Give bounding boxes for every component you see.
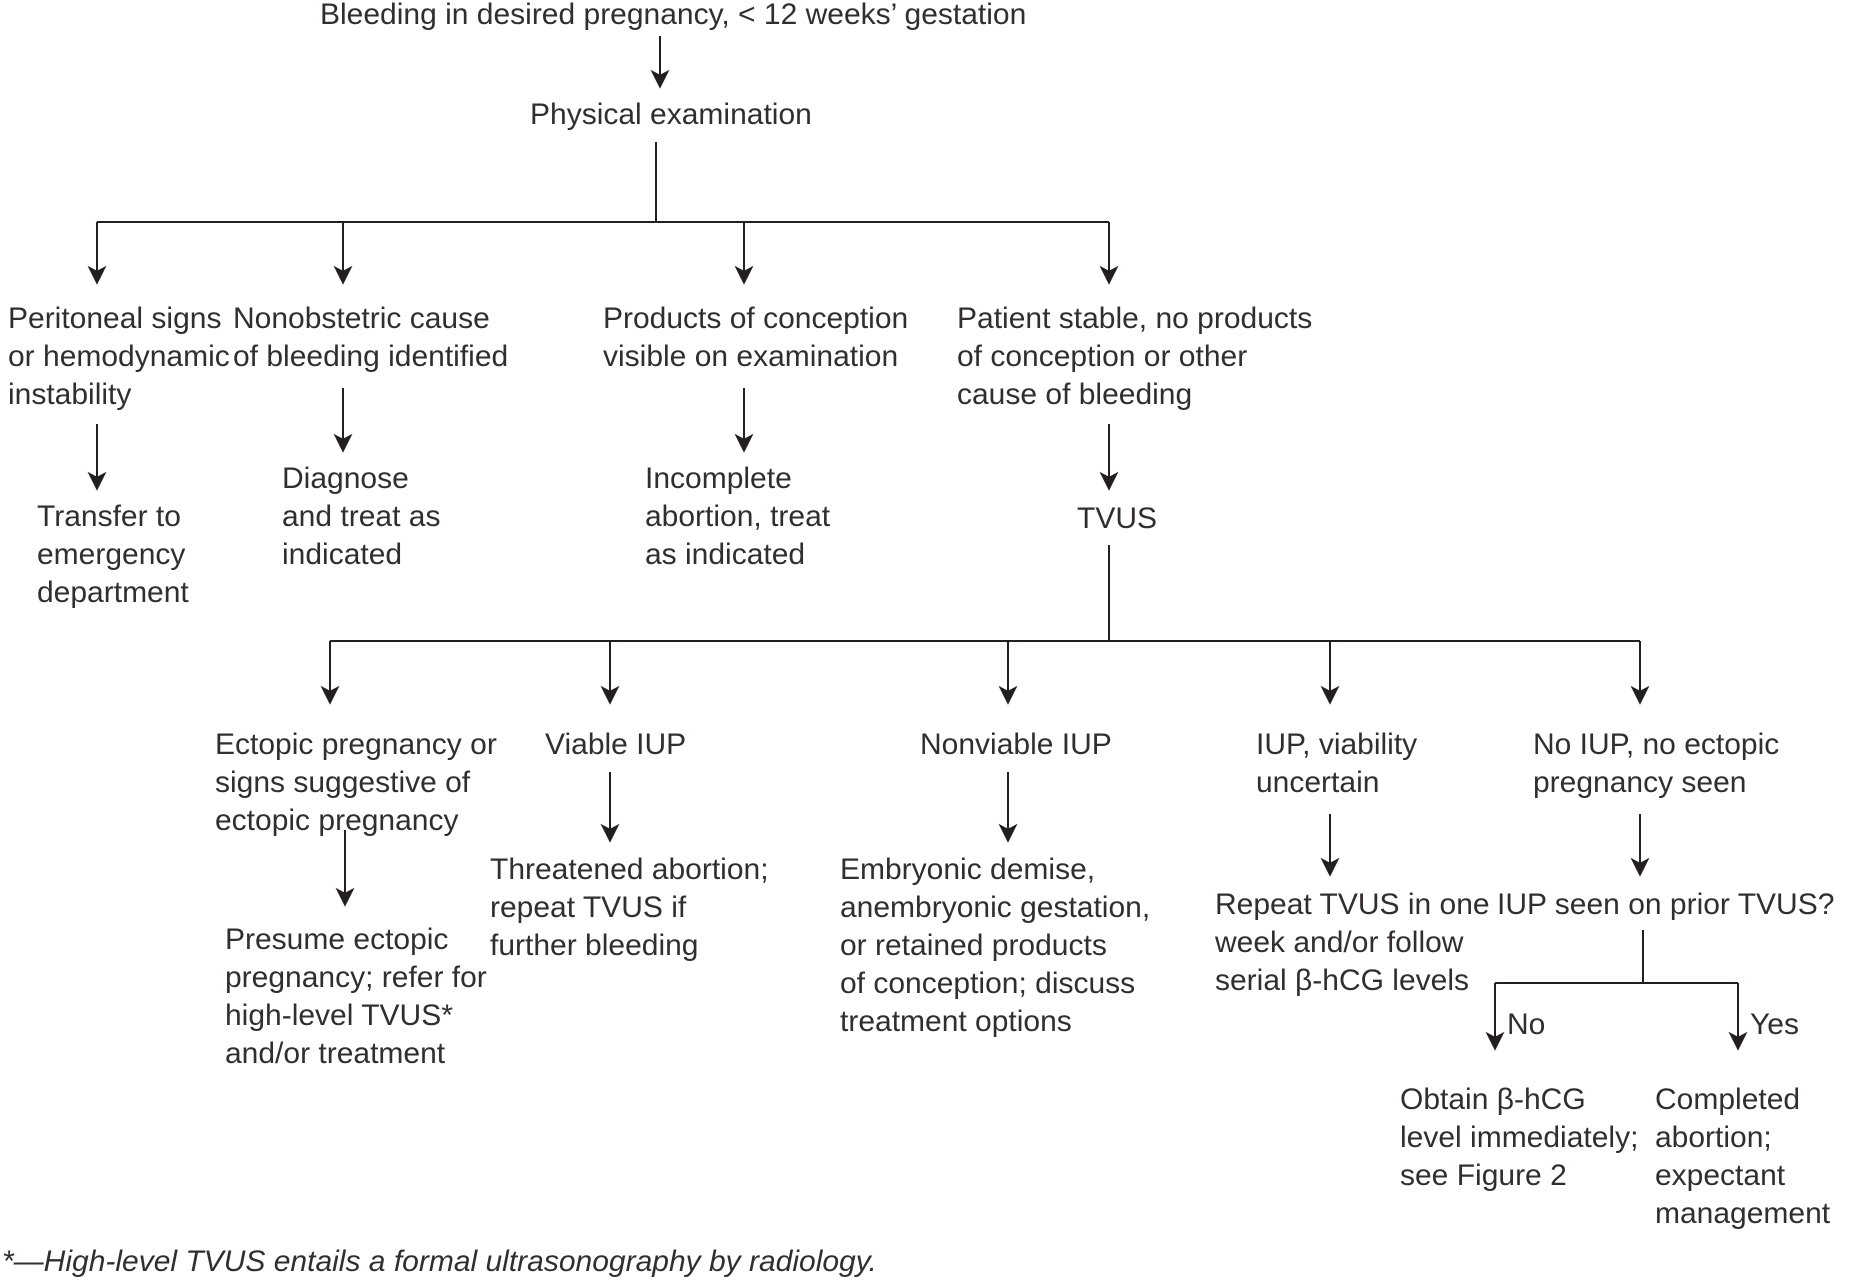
node-viable-iup: Viable IUP <box>545 728 687 761</box>
branch-label-yes: Yes <box>1750 1008 1799 1041</box>
node-threatened-abortion: Threatened abortion; repeat TVUS if furt… <box>490 853 769 962</box>
node-nonobstetric-cause: Nonobstetric cause of bleeding identifie… <box>233 302 509 373</box>
node-presume-ectopic: Presume ectopic pregnancy; refer for hig… <box>225 923 487 1070</box>
node-products-visible: Products of conception visible on examin… <box>603 302 909 373</box>
node-ectopic-signs: Ectopic pregnancy or signs suggestive of… <box>215 728 497 837</box>
node-physical-exam: Physical examination <box>530 98 812 131</box>
node-no-iup: No IUP, no ectopic pregnancy seen <box>1533 728 1780 799</box>
node-title: Bleeding in desired pregnancy, < 12 week… <box>320 0 1027 31</box>
node-obtain-bhcg: Obtain β-hCG level immediately; see Figu… <box>1400 1083 1639 1192</box>
node-patient-stable: Patient stable, no products of conceptio… <box>957 302 1313 411</box>
node-prior-tvus-question: IUP seen on prior TVUS? <box>1497 888 1835 921</box>
node-iup-uncertain: IUP, viability uncertain <box>1256 728 1418 799</box>
node-incomplete-abortion: Incomplete abortion, treat as indicated <box>645 462 831 571</box>
node-tvus: TVUS <box>1077 502 1158 535</box>
node-embryonic-demise: Embryonic demise, anembryonic gestation,… <box>840 853 1151 1038</box>
node-peritoneal-signs: Peritoneal signs or hemodynamic instabil… <box>8 302 230 411</box>
node-completed-abortion: Completed abortion; expectant management <box>1655 1083 1831 1230</box>
node-repeat-tvus: Repeat TVUS in one week and/or follow se… <box>1215 888 1490 997</box>
branch-label-no: No <box>1507 1008 1546 1041</box>
node-transfer-ed: Transfer to emergency department <box>37 500 189 609</box>
node-nonviable-iup: Nonviable IUP <box>920 728 1112 761</box>
node-diagnose-treat: Diagnose and treat as indicated <box>282 462 441 571</box>
footnote: *—High-level TVUS entails a formal ultra… <box>2 1245 877 1278</box>
